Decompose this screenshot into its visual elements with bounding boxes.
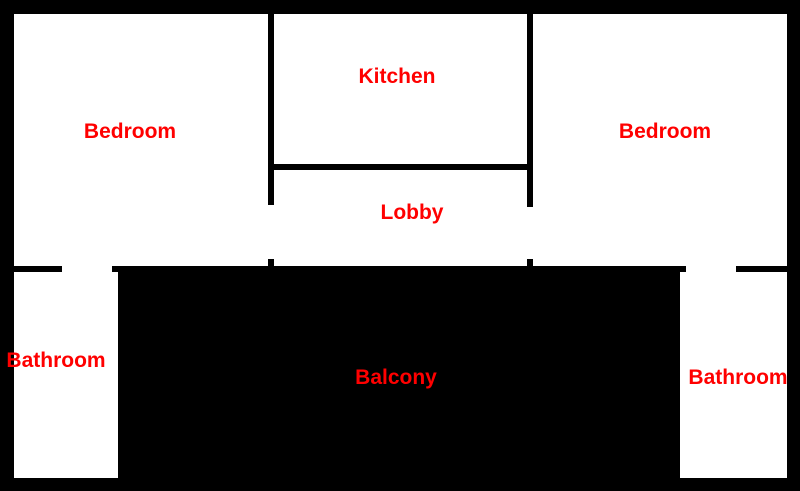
bathroom-right-doorway [686, 264, 736, 274]
room-label-bedroom-left: Bedroom [83, 120, 177, 143]
bathroom-right-floor [680, 272, 787, 478]
room-label-lobby: Lobby [380, 201, 444, 224]
room-label-bedroom-right: Bedroom [618, 120, 712, 143]
bedroom-left-floor [14, 14, 268, 266]
lobby-floor [274, 170, 527, 266]
lobby-doorway-left [266, 205, 276, 259]
room-label-bathroom-right: Bathroom [688, 366, 788, 389]
room-label-balcony: Balcony [355, 366, 437, 389]
kitchen-floor [274, 14, 527, 164]
bathroom-left-doorway [62, 264, 112, 274]
bedroom-right-floor [533, 14, 787, 266]
lobby-doorway-right [525, 207, 535, 259]
room-label-bathroom-left: Bathroom [6, 349, 106, 372]
bathroom-left-floor [14, 272, 118, 478]
room-label-kitchen: Kitchen [358, 65, 436, 88]
